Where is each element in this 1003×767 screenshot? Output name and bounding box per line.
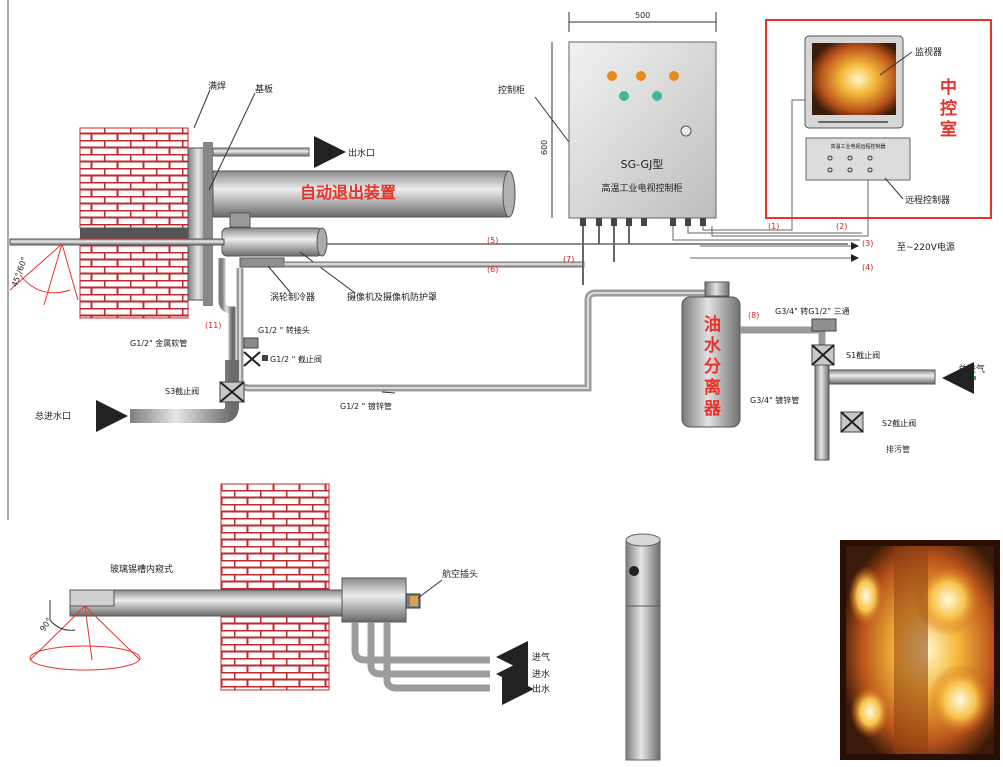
control-room	[765, 19, 992, 219]
angle90-label: 90°	[38, 616, 54, 633]
camera-label: 摄像机及摄像机防护罩	[347, 291, 437, 303]
out-water-label: 出水	[532, 683, 550, 695]
turbo-cooler	[239, 257, 285, 268]
in-gas-label: 进气	[532, 651, 550, 663]
inlet-pipe	[130, 360, 239, 423]
cabinet-name: 高温工业电视控制柜	[601, 182, 682, 194]
s1-label: S1截止阀	[846, 350, 880, 360]
probe-hole	[629, 566, 639, 576]
label-4: (4)	[862, 263, 873, 272]
camera-housing	[221, 227, 323, 257]
flange	[203, 142, 213, 306]
monitor-screen	[812, 43, 896, 115]
cabinet-lock	[680, 125, 692, 137]
outlet-pipe	[212, 147, 310, 157]
dim-width: 500	[635, 11, 650, 20]
base-label: 基板	[255, 83, 273, 95]
valve-half-label: G1/2 " 截止阀	[270, 354, 322, 364]
weld-label: 满焊	[208, 80, 226, 92]
inlet-label: 总进水口	[35, 410, 71, 422]
outlet-label: 出水口	[348, 147, 375, 159]
view-cone	[9, 243, 79, 306]
drain-label: 排污管	[886, 444, 910, 454]
galv-34-label: G3/4" 镀锌管	[750, 395, 799, 405]
power-label: 至~220V电源	[897, 241, 955, 253]
brick-wall-lower	[220, 483, 330, 691]
cable-6-label: (6)	[487, 265, 498, 274]
galv-half-label: G1/2 " 镀锌管	[340, 401, 392, 411]
oil-water-separator	[681, 296, 741, 428]
retract-device	[212, 170, 510, 218]
lamp-5	[652, 91, 662, 101]
lamp-1	[607, 71, 617, 81]
metal-hose-label: G1/2" 金属软管	[130, 338, 187, 348]
galv-pipe-half	[236, 268, 712, 392]
remote-controller	[805, 137, 911, 181]
cable-7-label: (7)	[563, 255, 574, 264]
lamp-2	[636, 71, 646, 81]
cabinet-model: SG-GJ型	[621, 157, 664, 171]
lower-housing	[341, 577, 407, 623]
label-2: (2)	[836, 222, 847, 231]
brick-wall-bottom	[79, 237, 189, 319]
cable-1	[702, 99, 808, 231]
angle-label: 45°/60°	[10, 256, 29, 288]
cable-5-label: (5)	[487, 236, 498, 245]
glass-label: 玻璃锡槽内窥式	[110, 563, 173, 575]
brick-wall-top	[79, 127, 189, 229]
label-8: (8)	[748, 311, 759, 320]
lamp-4	[619, 91, 629, 101]
label-11: (11)	[205, 321, 221, 330]
turbo-label: 涡轮制冷器	[270, 291, 315, 303]
cabinet-label: 控制柜	[498, 84, 525, 96]
s3-label: S3截止阀	[165, 386, 199, 396]
remote-label: 远程控制器	[905, 194, 950, 206]
s2-label: S2截止阀	[882, 418, 916, 428]
glass-probe-tube	[69, 589, 343, 617]
in-water-label: 进水	[532, 668, 550, 680]
lamp-3	[669, 71, 679, 81]
retract-device-label: 自动退出装置	[300, 183, 396, 202]
cable-6	[283, 261, 585, 268]
tee-label: G3/4" 转G1/2" 三通	[775, 306, 850, 316]
probe-photo	[625, 539, 661, 761]
label-1: (1)	[768, 222, 779, 231]
dim-height: 600	[540, 140, 549, 155]
probe-tube	[9, 238, 225, 246]
separator-label: 油水分离器	[703, 314, 722, 419]
room-label: 中控室	[940, 77, 957, 140]
gas-main-pipe	[814, 369, 936, 385]
plug-label: 航空插头	[442, 568, 478, 580]
remote-panel-title: 高温工业电视远程控制器	[830, 143, 885, 150]
label-3: (3)	[862, 239, 873, 248]
monitor-label: 监视器	[915, 46, 942, 58]
gas-label: 总进气	[958, 363, 985, 375]
adapter-label: G1/2 " 转接头	[258, 325, 310, 335]
wall-gap	[80, 228, 210, 238]
